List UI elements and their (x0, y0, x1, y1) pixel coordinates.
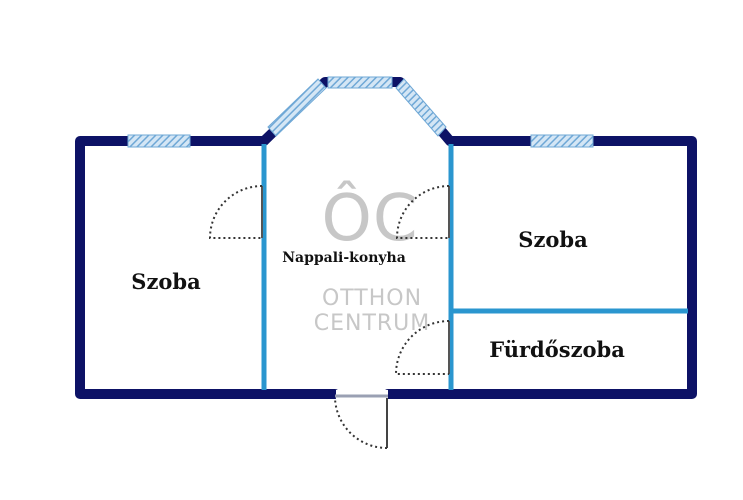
window-left (127, 134, 191, 148)
room-label-living: Nappali-konyha (282, 250, 406, 266)
room-label-left: Szoba (131, 269, 201, 294)
window-right (530, 134, 594, 148)
door-bathroom (394, 320, 450, 375)
window-diag-left (267, 78, 327, 137)
door-left-room (208, 185, 263, 239)
watermark-logo: ÔC (321, 180, 418, 256)
outer-wall-outline (75, 136, 340, 399)
window-top (327, 76, 393, 89)
outer-wall-outline-right (259, 77, 697, 399)
inner-walls (261, 144, 688, 390)
room-label-bath: Fürdőszoba (489, 337, 625, 362)
entrance-door (334, 390, 388, 449)
room-label-right: Szoba (518, 227, 588, 252)
watermark-line1: OTTHON (322, 286, 422, 311)
door-right-room (395, 185, 450, 239)
windows (127, 76, 594, 148)
window-diag-right (395, 78, 447, 137)
watermark-line2: CENTRUM (314, 311, 431, 336)
interior-doors (208, 185, 450, 375)
